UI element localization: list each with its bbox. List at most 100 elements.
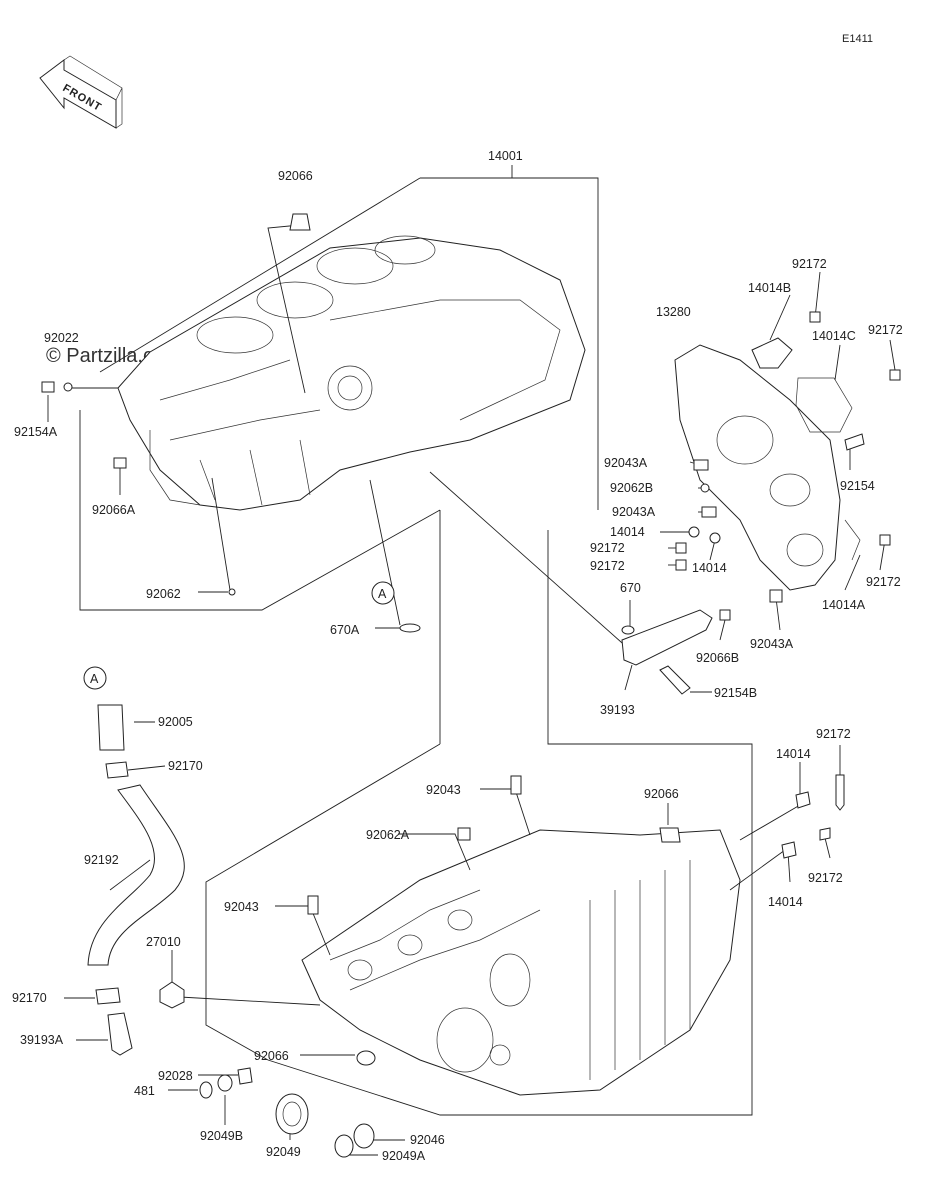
hose-92192-icon <box>87 784 185 966</box>
plug-92066b-icon <box>719 609 731 621</box>
washer-14014-2-icon <box>709 532 721 544</box>
label-92049b: 92049B <box>200 1129 243 1143</box>
label-92172-f: 92172 <box>816 727 851 741</box>
bolt-92172-b-icon <box>889 369 901 381</box>
label-92172-d: 92172 <box>590 559 625 573</box>
label-92062a: 92062A <box>366 828 410 842</box>
plug-92066-right-icon <box>659 827 681 843</box>
label-92154a: 92154A <box>14 425 58 439</box>
label-92170-bottom: 92170 <box>12 991 47 1005</box>
label-14014-2: 14014 <box>692 561 727 575</box>
label-92062b: 92062B <box>610 481 653 495</box>
label-92043a-2: 92043A <box>612 505 656 519</box>
dowel-92062b-icon <box>700 483 710 493</box>
part-labels: 14001 92066 92022 92154A 92066A 92062 67… <box>12 149 903 1163</box>
label-39193a: 39193A <box>20 1033 64 1047</box>
front-arrow-icon: FRONT <box>39 55 123 129</box>
label-92172-c: 92172 <box>590 541 625 555</box>
clamp-92170-top-icon <box>105 761 129 779</box>
label-92062: 92062 <box>146 587 181 601</box>
dowel-92028-icon <box>237 1067 253 1085</box>
label-92049: 92049 <box>266 1145 301 1159</box>
cover-13280-drawing <box>674 337 861 591</box>
label-14014a: 14014A <box>822 598 866 612</box>
gasket-14014b-drawing <box>751 337 793 369</box>
bolt-92172-a-icon <box>809 311 821 323</box>
washer-14014-3-icon <box>795 791 811 809</box>
label-14014-4: 14014 <box>768 895 803 909</box>
dowel-92043a-1-icon <box>693 459 709 471</box>
dowel-92043a-2-icon <box>701 506 717 518</box>
bolt-92154-icon <box>844 433 865 451</box>
label-92005: 92005 <box>158 715 193 729</box>
callout-a-lower <box>83 666 107 690</box>
callout-a-upper-text: A <box>378 587 387 601</box>
label-92043a-1: 92043A <box>604 456 648 470</box>
bolt-92172-c-icon <box>675 542 687 554</box>
label-92028: 92028 <box>158 1069 193 1083</box>
bolt-92154a-icon <box>41 381 55 393</box>
bolt-92172-e-icon <box>879 534 891 546</box>
lower-crankcase-drawing <box>301 829 741 1096</box>
label-670: 670 <box>620 581 641 595</box>
label-92172-e: 92172 <box>866 575 901 589</box>
dowel-92043a-3-icon <box>769 589 783 603</box>
label-92066b: 92066B <box>696 651 739 665</box>
label-92192: 92192 <box>84 853 119 867</box>
washer-92022-icon <box>63 382 73 392</box>
dowel-92043-top-icon <box>510 775 522 795</box>
seal-92049a-icon <box>334 1134 354 1158</box>
label-27010: 27010 <box>146 935 181 949</box>
dowel-92062a-icon <box>457 827 471 841</box>
nut-92066-top-icon <box>289 213 311 231</box>
bearing-92046-icon <box>353 1123 375 1149</box>
small-parts: A A <box>41 213 901 1158</box>
bolt-92172-d-icon <box>675 559 687 571</box>
label-481: 481 <box>134 1084 155 1098</box>
seal-92049b-icon <box>217 1074 233 1092</box>
label-92172-a: 92172 <box>792 257 827 271</box>
dowel-92043-left-icon <box>307 895 319 915</box>
switch-27010-icon <box>159 981 185 1009</box>
label-92043-left: 92043 <box>224 900 259 914</box>
plug-92066-bottom-icon <box>356 1050 376 1066</box>
diagram-code: E1411 <box>842 33 873 45</box>
label-92172-b: 92172 <box>868 323 903 337</box>
bracket-39193-icon <box>621 609 713 666</box>
label-14014-3: 14014 <box>776 747 811 761</box>
label-14014c: 14014C <box>812 329 856 343</box>
label-92066a: 92066A <box>92 503 136 517</box>
label-39193: 39193 <box>600 703 635 717</box>
label-670a: 670A <box>330 623 360 637</box>
label-92046: 92046 <box>410 1133 445 1147</box>
callout-a-upper <box>371 581 395 605</box>
label-92043-top: 92043 <box>426 783 461 797</box>
label-13280: 13280 <box>656 305 691 319</box>
pipe-92005-icon <box>97 704 125 751</box>
bolt-92154b-icon <box>659 665 691 695</box>
label-14014-1: 14014 <box>610 525 645 539</box>
label-92066-right: 92066 <box>644 787 679 801</box>
label-92066-top: 92066 <box>278 169 313 183</box>
fitting-39193a-icon <box>107 1012 133 1056</box>
label-14014b: 14014B <box>748 281 791 295</box>
seal-92049-icon <box>275 1093 309 1135</box>
label-92154: 92154 <box>840 479 875 493</box>
washer-14014-4-icon <box>781 841 797 859</box>
dowel-92062-icon <box>228 588 236 596</box>
callout-a-lower-text: A <box>90 672 99 686</box>
label-92066-bottom: 92066 <box>254 1049 289 1063</box>
label-92022: 92022 <box>44 331 79 345</box>
washer-14014-1-icon <box>688 526 700 538</box>
label-14001: 14001 <box>488 149 523 163</box>
label-92049a: 92049A <box>382 1149 426 1163</box>
plug-92066a-icon <box>113 457 127 469</box>
circlip-481-icon <box>199 1081 213 1099</box>
clamp-92170-bottom-icon <box>95 987 121 1005</box>
label-92172-g: 92172 <box>808 871 843 885</box>
assembly-outline-lines <box>79 165 753 1116</box>
oring-670a-icon <box>399 623 421 633</box>
bolt-92172-f-icon <box>835 774 845 811</box>
